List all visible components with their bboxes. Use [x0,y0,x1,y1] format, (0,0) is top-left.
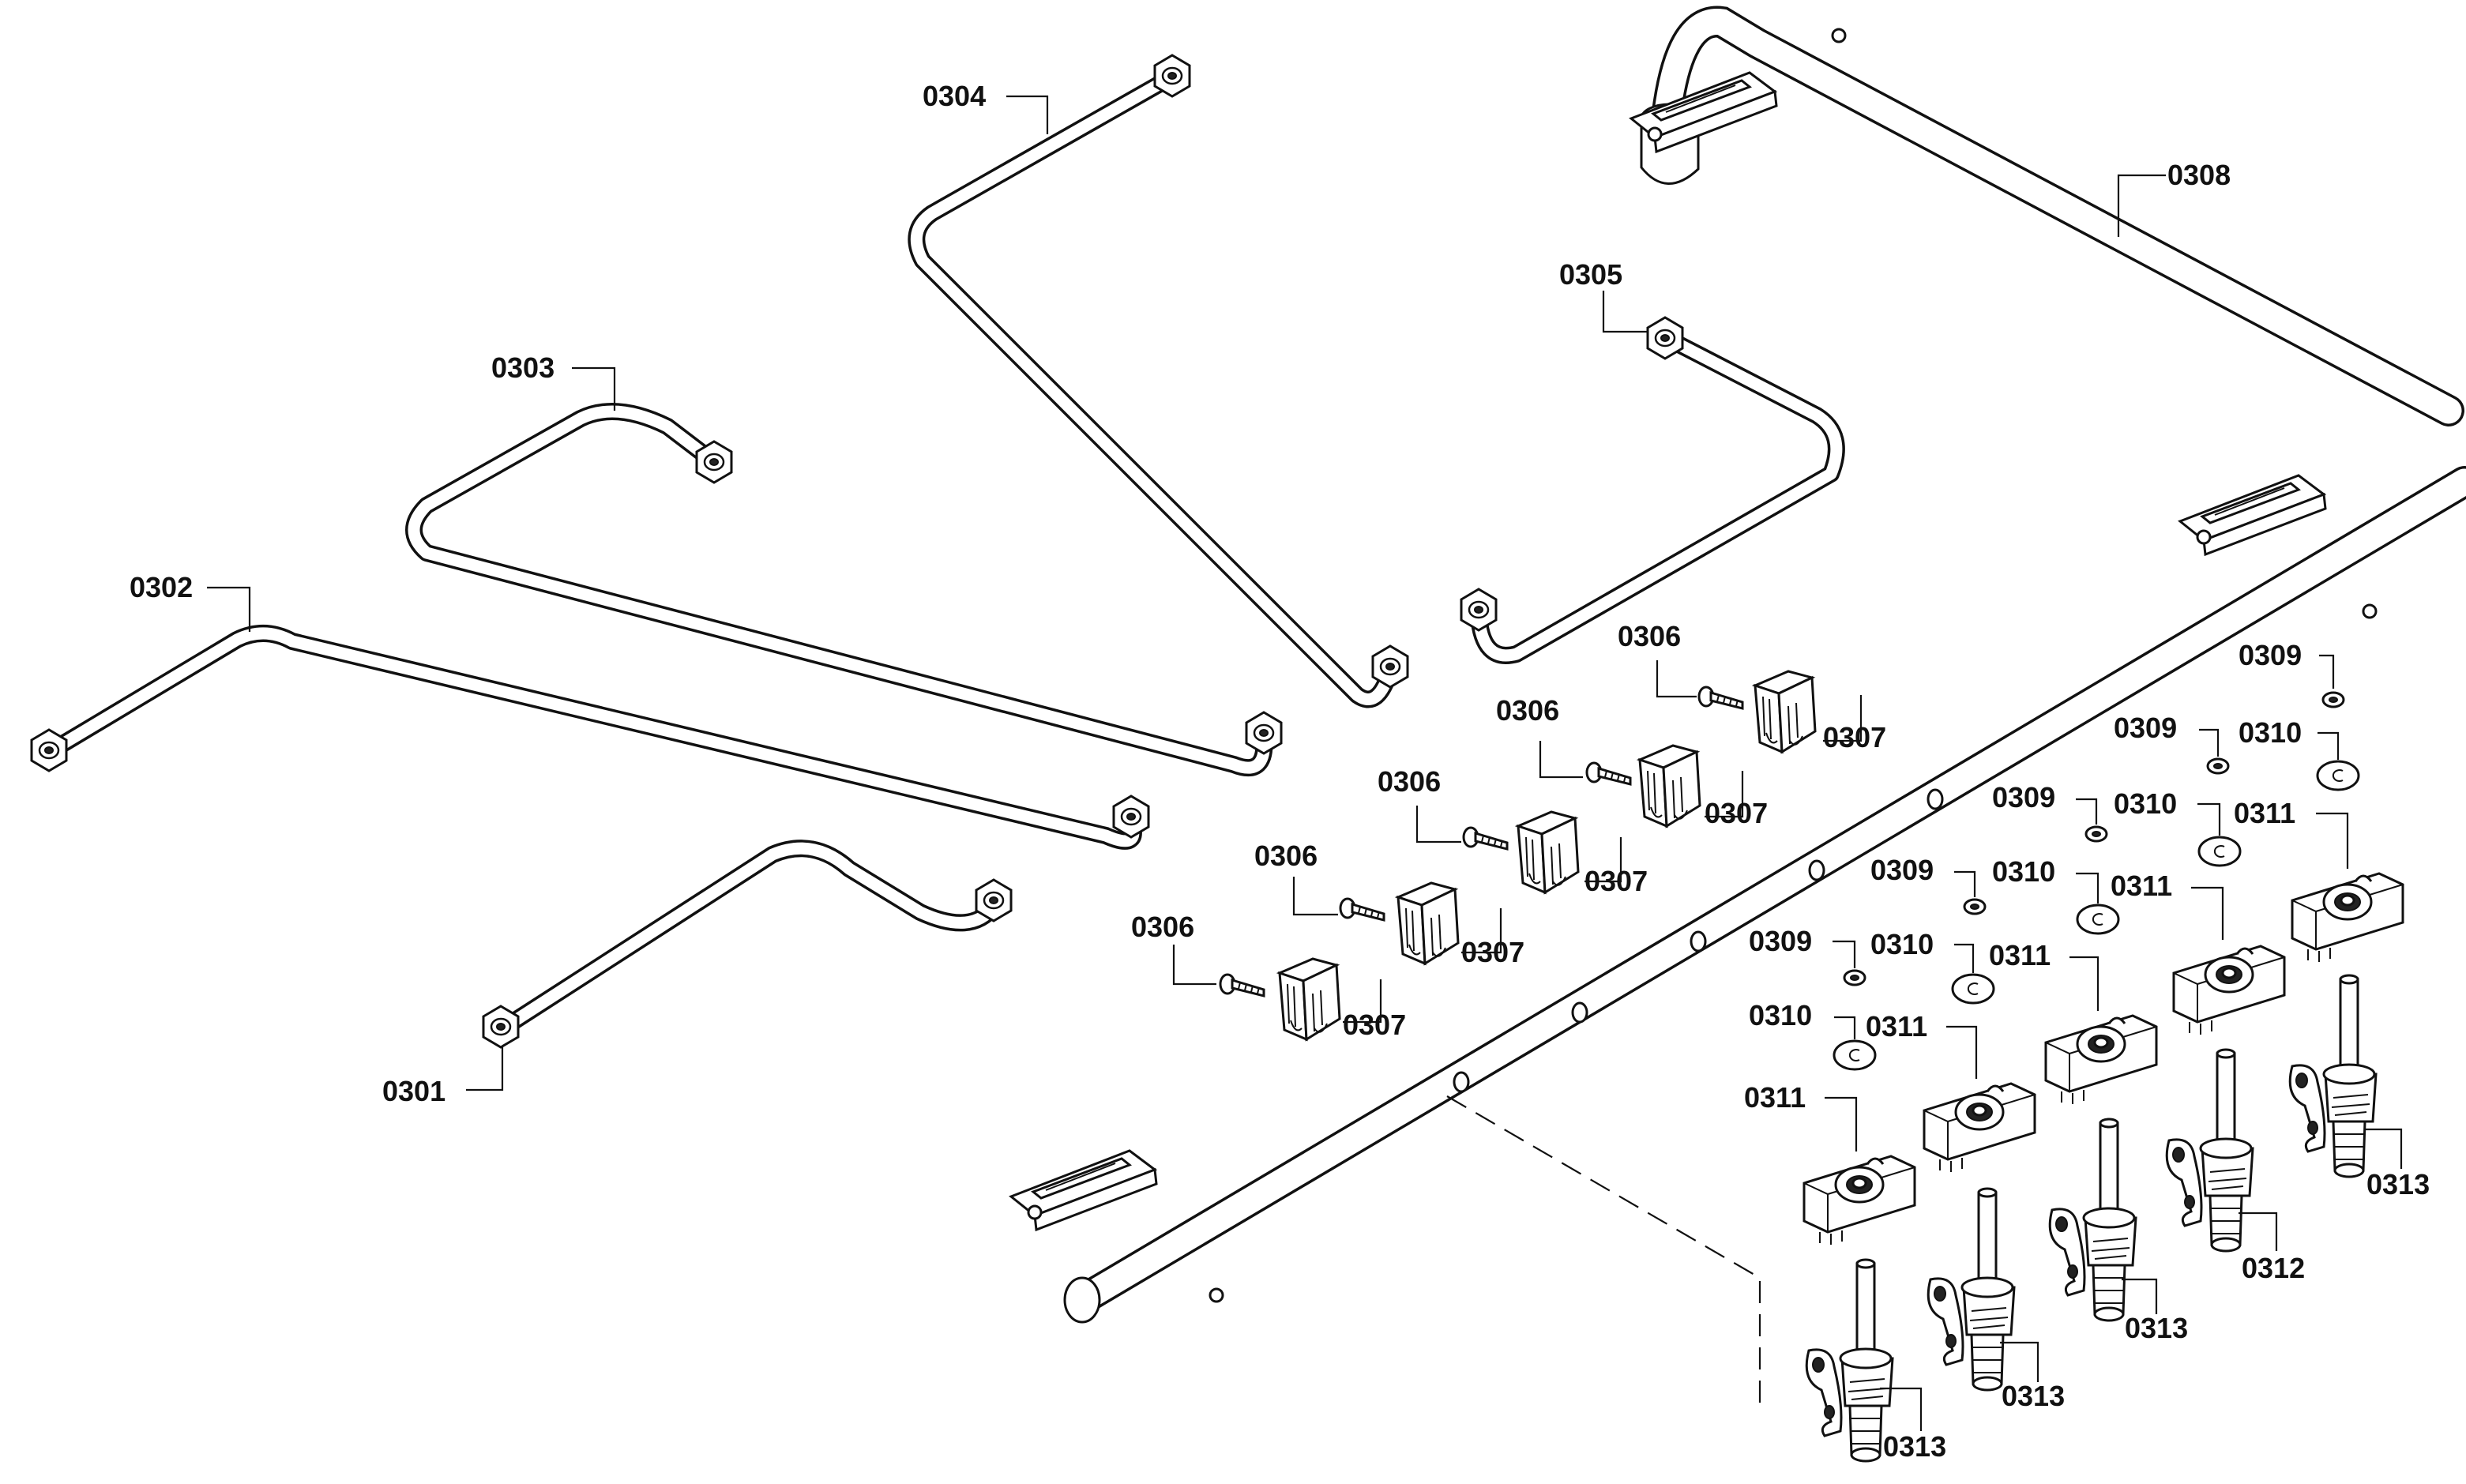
gas-tap-0313 [2048,1118,2137,1322]
screw-0306 [1697,686,1744,710]
leader-lines [207,95,2403,1431]
callout-0309: 0309 [1749,925,1812,957]
large-washer-0310 [1951,973,1995,1005]
large-washer-0310 [1833,1039,1877,1071]
callout-0312: 0312 [2242,1252,2305,1284]
screw-0306 [1585,761,1632,786]
callout-0309: 0309 [1992,781,2055,813]
callout-0303: 0303 [491,351,554,384]
clip-0307 [1638,744,1701,828]
manifold-end-cap [1063,1276,1101,1324]
callout-0311: 0311 [2111,870,2172,902]
manifold-outlet-hole [1571,1001,1588,1024]
callout-0310: 0310 [1749,999,1812,1031]
callout-0310: 0310 [2239,716,2302,749]
screw-0306 [1339,897,1385,922]
callout-0309: 0309 [1870,854,1934,886]
clip-0307 [1517,810,1580,894]
callout-0313: 0313 [2002,1380,2065,1412]
small-washer-0309 [1843,969,1866,986]
callout-0311: 0311 [1989,939,2051,971]
gas-pipe-0304 [908,54,1409,708]
callout-0302: 0302 [130,571,193,603]
callout-0301: 0301 [382,1075,445,1107]
callout-0306: 0306 [1131,911,1194,943]
manifold-outlet-hole [1690,930,1707,952]
valve-body-0311 [2172,945,2286,1036]
valve-body-0311 [2044,1014,2158,1106]
callout-0313: 0313 [2125,1312,2188,1344]
gas-pipe-0302 [30,625,1150,850]
small-washer-0309 [2206,757,2230,775]
large-washer-0310 [2197,836,2242,867]
callout-0313: 0313 [1883,1430,1946,1463]
valve-body-0311 [2291,872,2404,964]
callout-0306: 0306 [1254,840,1318,872]
callout-0313: 0313 [2366,1168,2430,1200]
manifold-pipe [1063,6,2466,1324]
assembly-guide-line [1446,1095,1761,1406]
gas-tap-0312 [2165,1048,2254,1253]
valve-body-0311 [1803,1155,1916,1246]
manifold-outlet-hole [1453,1071,1470,1093]
callout-0309: 0309 [2239,639,2302,671]
screw-0306 [1219,973,1265,997]
gas-tap-0313 [1805,1258,1894,1463]
callout-0307: 0307 [1823,721,1886,753]
callout-0310: 0310 [1870,928,1934,960]
callout-0308: 0308 [2167,159,2231,191]
large-washer-0310 [2316,760,2360,791]
gas-pipe-0305 [1460,316,1845,664]
manifold-outlet-hole [1808,859,1825,881]
clip-0307 [1278,957,1341,1041]
large-washer-0310 [2076,904,2120,935]
callout-0310: 0310 [2114,787,2177,820]
manifold-outlet-hole [1927,788,1944,810]
clip-0307 [1754,670,1817,753]
callout-0310: 0310 [1992,855,2055,888]
valve-body-0311 [1923,1082,2036,1174]
callout-0311: 0311 [2234,797,2295,829]
small-washer-0309 [1963,898,1987,915]
callout-0307: 0307 [1343,1009,1406,1041]
callout-0311: 0311 [1744,1081,1806,1114]
callout-0311: 0311 [1866,1010,1927,1043]
callout-0304: 0304 [923,80,986,112]
clip-0307 [1397,881,1460,965]
gas-pipe-0303 [405,403,1283,776]
gas-tap-0313 [1927,1187,2016,1392]
small-washer-0309 [2321,691,2345,708]
callout-0307: 0307 [1705,797,1768,829]
callout-0309: 0309 [2114,712,2177,744]
callout-labels: 0301 0302 0303 0304 0305 0308 0306 0306 … [130,80,2430,1463]
gas-tap-0313 [2288,974,2378,1178]
callout-0305: 0305 [1559,258,1622,291]
callout-0306: 0306 [1618,620,1681,652]
small-washer-0309 [2084,825,2108,843]
screw-0306 [1462,826,1509,851]
callout-0307: 0307 [1461,936,1524,968]
gas-pipe-0301 [482,840,1013,1049]
callout-0306: 0306 [1378,765,1441,798]
callout-0307: 0307 [1584,865,1648,897]
callout-0306: 0306 [1496,694,1559,727]
